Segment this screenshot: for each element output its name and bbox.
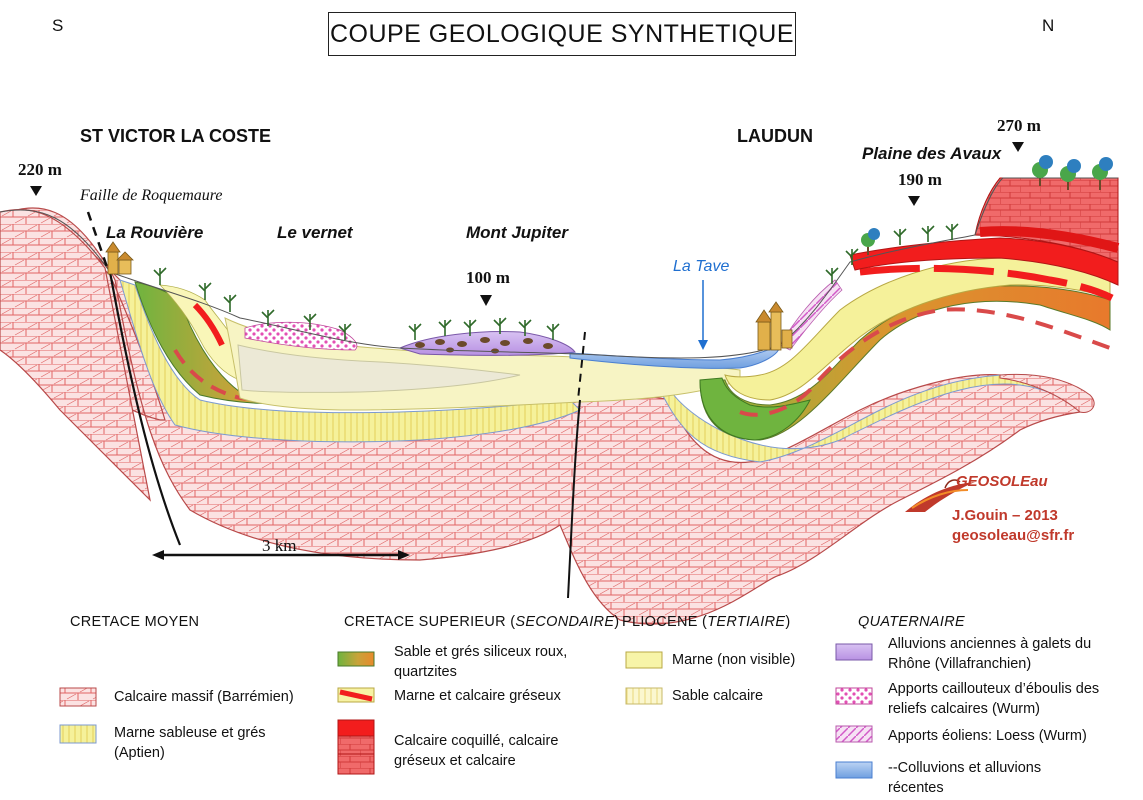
credit-logo-text: GEOSOLEau (956, 473, 1048, 490)
river-arrow-head (698, 340, 708, 350)
altitude-marker-center (480, 295, 492, 306)
legend-label-sable-calcaire: Sable calcaire (672, 686, 763, 706)
swatch-eboulis (836, 688, 872, 704)
swatch-loess (836, 726, 872, 742)
legend-label-marne-calcaire: Marne et calcaire gréseux (394, 686, 594, 706)
legend-label-marne-pliocene: Marne (non visible) (672, 650, 795, 670)
altitude-marker-avaux (908, 196, 920, 206)
place-st-victor: ST VICTOR LA COSTE (80, 126, 271, 147)
legend-label-loess: Apports éoliens: Loess (Wurm) (888, 726, 1118, 746)
legend-label-colluvions: --Colluvions et alluvions récentes (888, 758, 1088, 798)
swatch-red-stack (338, 720, 374, 736)
scale-label: 3 km (262, 536, 296, 556)
locality-plaine-avaux: Plaine des Avaux (862, 144, 1001, 164)
legend-label-sable-gres: Sable et grés siliceux roux, quartzites (394, 642, 594, 682)
village-laudun-icon (756, 302, 792, 350)
legend-heading-cretace-moyen: CRETACE MOYEN (70, 614, 199, 630)
legend-heading-pliocene: PLIOCENE (TERTIAIRE) (622, 614, 791, 630)
place-laudun: LAUDUN (737, 126, 813, 147)
direction-north: N (1042, 16, 1054, 36)
elevation-avaux: 190 m (898, 170, 942, 190)
swatch-brick (60, 688, 96, 706)
elevation-center: 100 m (466, 268, 510, 288)
legend-label-barremien: Calcaire massif (Barrémien) (114, 687, 314, 707)
locality-vernet: Le vernet (277, 223, 353, 243)
legend-label-calcaire-coquille: Calcaire coquillé, calcaire gréseux et c… (394, 731, 574, 771)
credit-author: J.Gouin – 2013 (952, 507, 1058, 524)
direction-south: S (52, 16, 63, 36)
altitude-marker-left (30, 186, 42, 196)
legend-label-eboulis: Apports caillouteux d’éboulis des relief… (888, 679, 1108, 719)
legend-label-villafranchien: Alluvions anciennes à galets du Rhône (V… (888, 634, 1108, 674)
legend-heading-pl-italic: TERTIAIRE (707, 614, 785, 630)
scale-arrow-left (152, 550, 164, 560)
swatch-pliocene-marl (626, 652, 662, 668)
diagram-title: COUPE GEOLOGIQUE SYNTHETIQUE (328, 12, 796, 56)
legend-heading-cretace-superieur: CRETACE SUPERIEUR (SECONDAIRE) (344, 614, 619, 630)
legend-heading-cs-italic: SECONDAIRE (515, 614, 614, 630)
legend-heading-cs-close: ) (614, 614, 619, 630)
elevation-right: 270 m (997, 116, 1041, 136)
legend-heading-cs-main: CRETACE SUPERIEUR ( (344, 614, 515, 630)
river-label: La Tave (673, 258, 729, 276)
legend-label-aptien: Marne sableuse et grés (Aptien) (114, 723, 304, 763)
village-rouviere-icon (106, 242, 133, 274)
swatch-aptien (60, 725, 96, 743)
swatch-villafranchien (836, 644, 872, 660)
locality-rouviere: La Rouvière (106, 223, 203, 243)
legend-heading-pl-main: PLIOCENE ( (622, 614, 707, 630)
legend-heading-quaternaire: QUATERNAIRE (858, 614, 965, 630)
swatch-green-orange (338, 652, 374, 666)
credit-email: geosoleau@sfr.fr (952, 527, 1074, 544)
legend-heading-pl-close: ) (785, 614, 790, 630)
locality-mont-jupiter: Mont Jupiter (466, 223, 568, 243)
swatch-sable-calcaire (626, 688, 662, 704)
elevation-left: 220 m (18, 160, 62, 180)
fault-label: Faille de Roquemaure (80, 187, 222, 205)
altitude-marker-right (1012, 142, 1024, 152)
swatch-colluvions (836, 762, 872, 778)
